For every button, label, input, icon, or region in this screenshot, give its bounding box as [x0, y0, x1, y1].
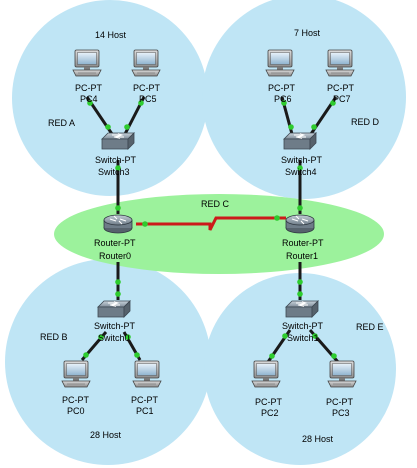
- device-router1[interactable]: Router-PT Router1: [282, 214, 324, 261]
- device-switch0[interactable]: Switch-PT Switch0: [94, 300, 136, 343]
- pc2-type: PC-PT: [255, 397, 283, 407]
- switch-icon: [283, 132, 317, 150]
- switch4-name: Switch4: [285, 167, 317, 177]
- zone-red-a: [12, 0, 208, 196]
- pc-icon: [132, 360, 162, 388]
- switch4-type: Switch-PT: [281, 155, 323, 165]
- zone-red-a-hosts: 14 Host: [95, 30, 127, 40]
- switch-icon: [101, 132, 135, 150]
- zone-red-a-label: RED A: [48, 118, 75, 128]
- switch0-type: Switch-PT: [94, 321, 136, 331]
- pc-icon: [327, 360, 357, 388]
- zone-red-e: [204, 273, 396, 465]
- device-pc2[interactable]: PC-PT PC2: [251, 360, 283, 418]
- switch-icon: [97, 300, 131, 318]
- zone-red-b-label: RED B: [40, 332, 68, 342]
- pc5-name: PC5: [139, 94, 157, 104]
- pc2-name: PC2: [261, 408, 279, 418]
- router0-name: Router0: [99, 251, 131, 261]
- device-pc4[interactable]: PC-PT PC4: [72, 49, 103, 104]
- router-icon: [285, 214, 315, 234]
- device-switch3[interactable]: Switch-PT Switch3: [95, 132, 137, 177]
- device-pc0[interactable]: PC-PT PC0: [61, 360, 91, 416]
- pc-icon: [61, 360, 91, 388]
- zone-red-e-label: RED E: [356, 322, 384, 332]
- zone-red-b-hosts: 28 Host: [90, 430, 122, 440]
- device-pc5[interactable]: PC-PT PC5: [131, 49, 161, 104]
- zone-red-b: [5, 259, 211, 465]
- pc1-name: PC1: [136, 406, 154, 416]
- pc-icon: [131, 49, 161, 77]
- pc-icon: [72, 49, 102, 77]
- switch1-type: Switch-PT: [282, 321, 324, 331]
- pc6-name: PC6: [274, 94, 292, 104]
- device-pc1[interactable]: PC-PT PC1: [131, 360, 162, 416]
- switch1-name: Switch1: [287, 333, 319, 343]
- pc-icon: [251, 360, 281, 388]
- pc7-type: PC-PT: [327, 83, 355, 93]
- router1-type: Router-PT: [282, 238, 324, 248]
- pc6-type: PC-PT: [268, 83, 296, 93]
- switch3-type: Switch-PT: [95, 155, 137, 165]
- zone-red-d-hosts: 7 Host: [294, 28, 321, 38]
- pc1-type: PC-PT: [131, 395, 159, 405]
- router-icon: [103, 214, 133, 234]
- pc0-type: PC-PT: [62, 395, 90, 405]
- pc3-name: PC3: [332, 408, 350, 418]
- zone-red-d: [202, 0, 406, 199]
- pc4-type: PC-PT: [75, 83, 103, 93]
- device-pc7[interactable]: PC-PT PC7: [325, 49, 355, 104]
- pc0-name: PC0: [67, 406, 85, 416]
- switch0-name: Switch0: [98, 333, 130, 343]
- pc3-type: PC-PT: [326, 397, 354, 407]
- device-router0[interactable]: Router-PT Router0: [94, 214, 136, 261]
- pc-icon: [265, 49, 295, 77]
- pc7-name: PC7: [333, 94, 351, 104]
- pc4-name: PC4: [80, 94, 98, 104]
- switch3-name: Switch3: [98, 167, 130, 177]
- device-pc6[interactable]: PC-PT PC6: [265, 49, 296, 104]
- zone-red-d-label: RED D: [351, 117, 380, 127]
- pc5-type: PC-PT: [133, 83, 161, 93]
- link-router0-router1: [136, 216, 286, 231]
- switch-icon: [285, 300, 319, 318]
- device-pc3[interactable]: PC-PT PC3: [326, 360, 357, 418]
- pc-icon: [325, 49, 355, 77]
- link-lights: [83, 100, 337, 359]
- router0-type: Router-PT: [94, 238, 136, 248]
- zone-red-c-label: RED C: [201, 199, 230, 209]
- device-switch4[interactable]: Switch-PT Switch4: [281, 132, 323, 177]
- zone-red-e-hosts: 28 Host: [302, 434, 334, 444]
- router1-name: Router1: [286, 251, 318, 261]
- device-switch1[interactable]: Switch-PT Switch1: [282, 300, 324, 343]
